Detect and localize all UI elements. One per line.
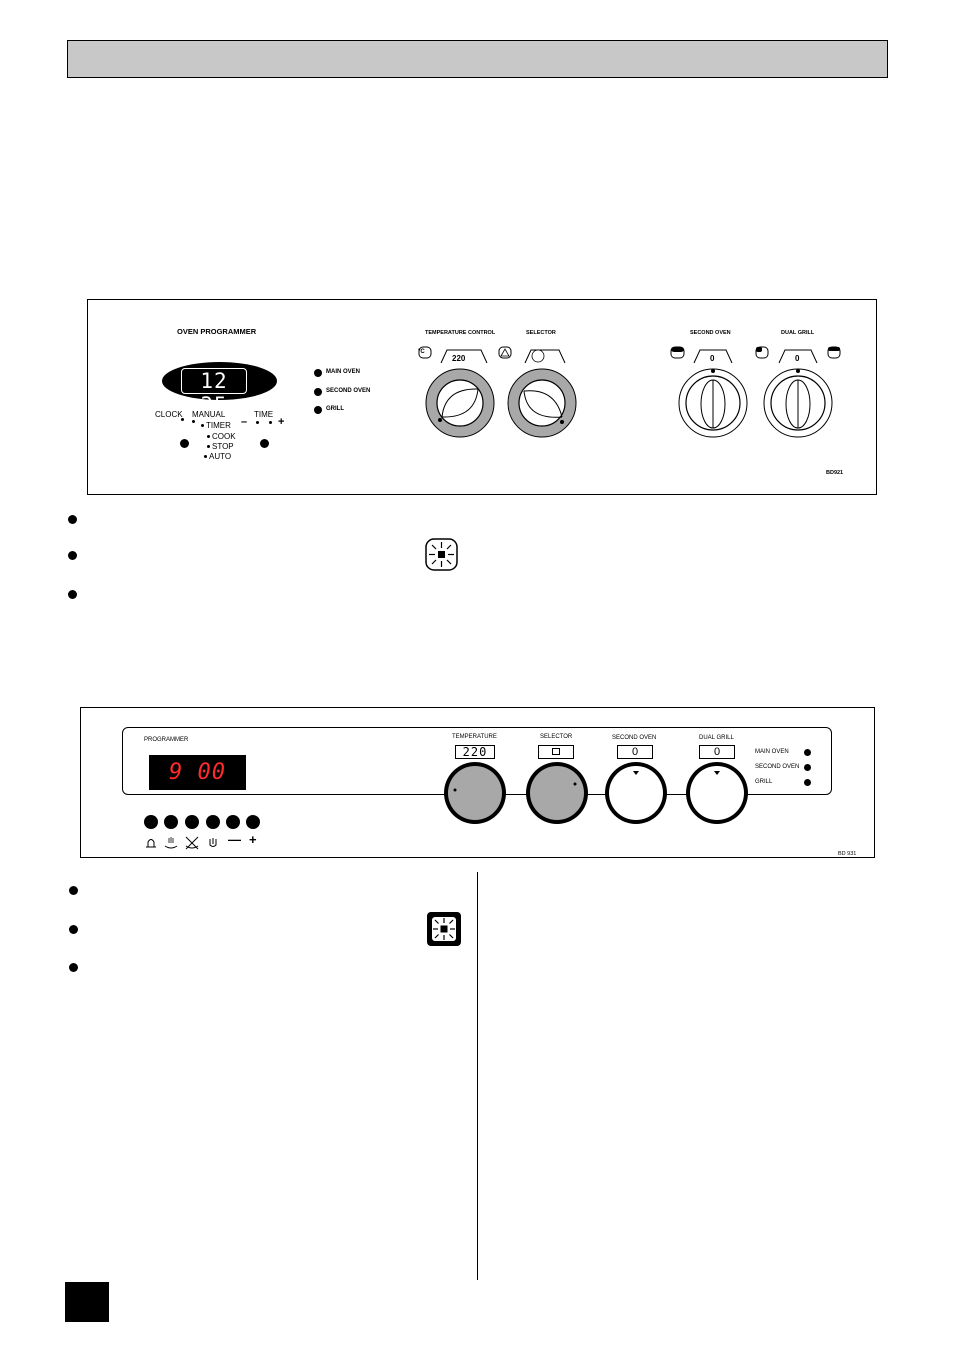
dual-grill-knob[interactable] [763,349,833,438]
control-panel-bd931 [80,707,875,858]
minus-label: — [228,832,241,847]
mode-dot-cook [207,435,210,438]
time-plus-label: + [278,416,285,428]
second-oven-icon [670,346,685,359]
indicator-label-grill-2: GRILL [755,779,773,785]
time-button[interactable] [260,439,269,448]
clock-label: CLOCK [155,410,183,419]
manual-dot [192,420,195,423]
reference-code-2: BD 931 [838,851,857,857]
selector-window-symbol-icon [552,748,560,755]
clock-button[interactable] [180,439,189,448]
manual-label: MANUAL [192,410,226,419]
stop-icon [185,836,199,850]
dual-grill-label: DUAL GRILL [781,330,815,336]
reference-code-1: BD921 [826,470,844,476]
cook-icon [164,837,178,849]
grill-half-icon [755,346,769,359]
bullet-point [68,590,77,599]
bullet-point [68,551,77,560]
second-oven-knob[interactable] [678,349,748,438]
time-label: TIME [254,410,274,419]
selector-knob[interactable] [507,349,577,438]
panel2-knobs [444,762,748,824]
indicator-light-main-oven [314,369,322,377]
time-minus-dot [256,421,259,424]
temperature-window-2: 220 [455,745,495,759]
bullet-point [69,963,78,972]
stop-button[interactable] [185,815,199,829]
bullet-point [69,886,78,895]
panel1-knobs [418,346,841,438]
mode-dot-timer [201,424,204,427]
fan-grill-symbol-icon-2 [427,912,461,946]
temperature-knob[interactable] [425,349,495,438]
mode-label-auto: AUTO [209,452,232,461]
indicator-light-second-oven-2 [804,764,811,771]
second-oven-label: SECOND OVEN [690,330,731,336]
bell-icon [146,839,156,848]
mode-label-timer: TIMER [206,421,231,430]
cook-button[interactable] [164,815,178,829]
control-panel-bd921 [87,299,877,495]
second-oven-knob-2[interactable] [605,762,667,824]
time-plus-dot [269,421,272,424]
oven-programmer-title: OVEN PROGRAMMER [177,327,257,336]
programmer-title: PROGRAMMER [144,737,189,743]
time-minus-label: – [241,416,248,428]
second-oven-window-2: 0 [617,745,653,759]
indicator-label-main-oven: MAIN OVEN [326,369,361,375]
indicator-label-main-oven-2: MAIN OVEN [755,749,789,755]
indicator-light-main-oven-2 [804,749,811,756]
column-divider [477,872,478,1280]
bell-button[interactable] [144,815,158,829]
temperature-label-2: TEMPERATURE [452,734,497,740]
dual-grill-label-2: DUAL GRILL [699,735,734,741]
temperature-value: 220 [452,354,466,363]
indicator-label-second-oven: SECOND OVEN [326,388,371,394]
manual-button[interactable] [206,815,220,829]
manual-icon [209,838,217,847]
programmer-display-2: 9 00 [149,755,246,790]
celsius-icon [418,346,432,359]
indicator-light-second-oven [314,388,322,396]
indicator-light-grill-2 [804,779,811,786]
clock-dot [181,418,184,421]
second-oven-value: 0 [710,354,715,363]
mode-label-cook: COOK [212,432,236,441]
section-header-bar [67,40,888,78]
selector-window-2 [538,745,574,759]
temperature-control-label: TEMPERATURE CONTROL [425,330,496,336]
indicator-light-grill [314,406,322,414]
grill-full-icon [827,346,841,359]
fan-icon [498,346,512,359]
second-oven-label-2: SECOND OVEN [612,735,657,741]
fan-grill-symbol-icon [425,538,458,571]
bullet-point [69,925,78,934]
celsius-symbol: °C [418,349,425,355]
dual-grill-value: 0 [795,354,800,363]
dual-grill-knob-2[interactable] [686,762,748,824]
bullet-point [68,515,77,524]
indicator-label-second-oven-2: SECOND OVEN [755,764,800,770]
selector-label: SELECTOR [526,330,556,336]
plus-button[interactable] [246,815,260,829]
mode-dot-auto [204,455,207,458]
indicator-label-grill: GRILL [326,406,344,412]
mode-label-stop: STOP [212,442,234,451]
temperature-knob-2[interactable] [444,762,506,824]
minus-button[interactable] [226,815,240,829]
selector-knob-2[interactable] [526,762,588,824]
programmer-display-screen: 12 35 [181,368,247,417]
page-number-block [65,1282,109,1322]
plus-label: + [249,832,257,847]
mode-dot-stop [207,445,210,448]
dual-grill-window-2: 0 [699,745,735,759]
selector-label-2: SELECTOR [540,734,573,740]
programmer-buttons [144,815,260,850]
